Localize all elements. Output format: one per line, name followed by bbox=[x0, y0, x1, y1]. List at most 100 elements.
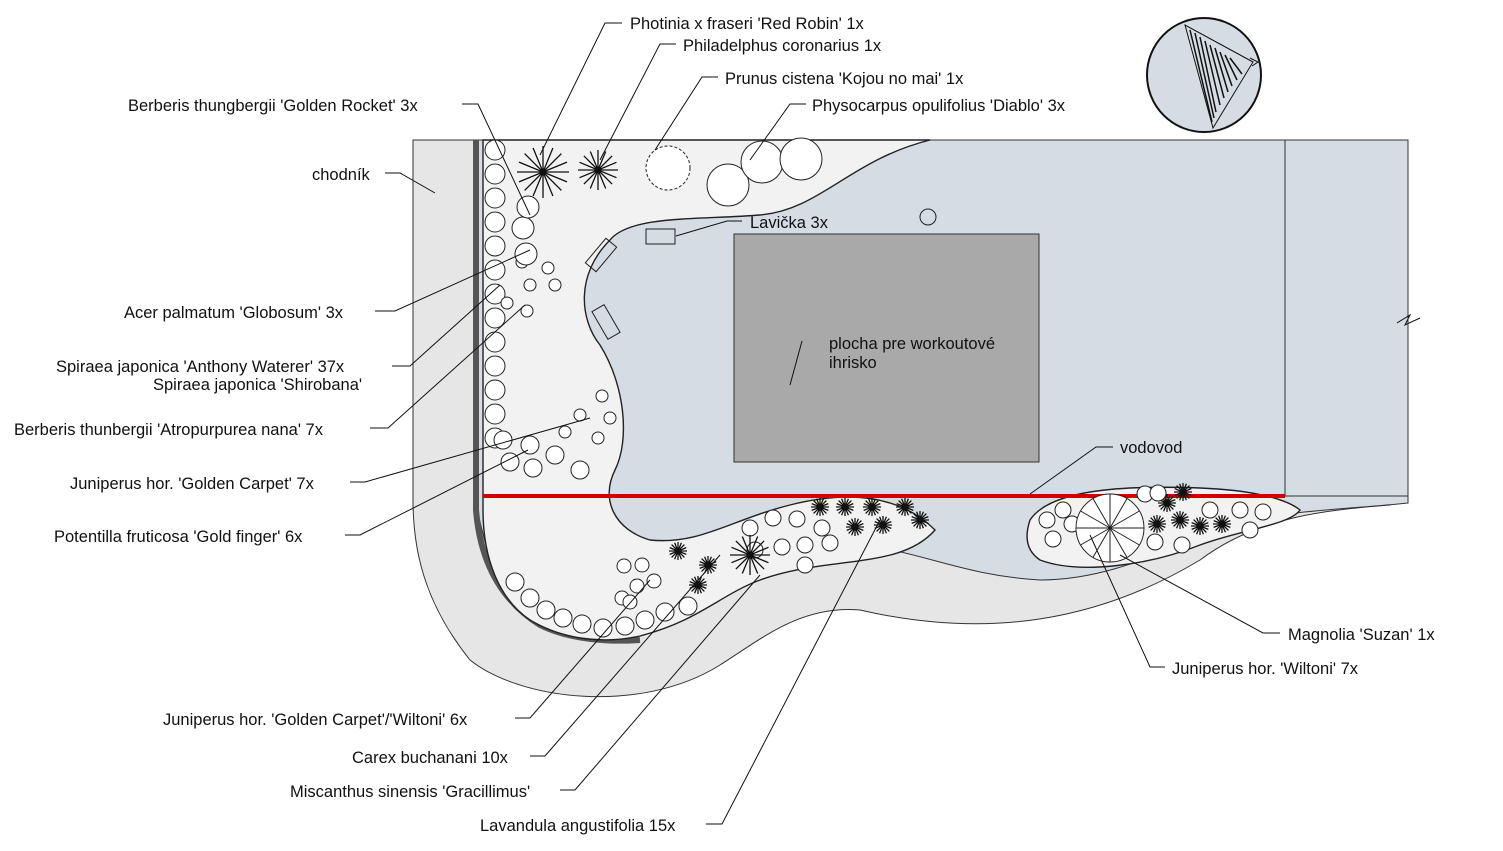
shrub-icon bbox=[1241, 521, 1259, 539]
spiraea-icon bbox=[558, 425, 572, 439]
shrub-icon bbox=[1254, 503, 1272, 521]
magnolia-branch bbox=[1092, 527, 1111, 558]
label-prunus: Prunus cistena 'Kojou no mai' 1x bbox=[725, 70, 964, 88]
labels: Photinia x fraseri 'Red Robin' 1x Philad… bbox=[14, 15, 1435, 835]
shrub-icon bbox=[1231, 501, 1249, 519]
break-line-icon bbox=[1396, 313, 1421, 327]
shrub-icon bbox=[1146, 533, 1164, 551]
shrub-icon bbox=[773, 538, 791, 556]
lavender-icon bbox=[811, 498, 829, 516]
spiraea-icon bbox=[591, 431, 605, 445]
leader-lines bbox=[345, 22, 1280, 825]
bench-icon-2 bbox=[584, 237, 618, 273]
magnolia-branch bbox=[1109, 510, 1140, 529]
label-berberis-atro: Berberis thunbergii 'Atropurpurea nana' … bbox=[14, 421, 324, 439]
shrub-icon bbox=[741, 519, 759, 537]
shrub-icon bbox=[1173, 536, 1191, 554]
magnolia-branch bbox=[1109, 527, 1128, 558]
carex-icon bbox=[634, 557, 650, 573]
physocarpus-icon bbox=[706, 163, 750, 207]
shrub-icon bbox=[520, 588, 540, 608]
lavender-icon bbox=[1171, 511, 1189, 529]
shrub-icon bbox=[1038, 511, 1056, 529]
shrub-icon bbox=[1149, 484, 1167, 502]
label-juniperus-gcw: Juniperus hor. 'Golden Carpet'/'Wiltoni'… bbox=[163, 711, 468, 729]
spiraea-icon bbox=[541, 261, 555, 275]
prunus-icon bbox=[645, 145, 691, 191]
label-physocarpus: Physocarpus opulifolius 'Diablo' 3x bbox=[812, 97, 1066, 115]
plant-symbols bbox=[484, 137, 1272, 638]
shrub-icon bbox=[553, 608, 573, 628]
hedge-shrub-icon bbox=[484, 211, 506, 233]
hedge-shrub-icon bbox=[484, 403, 506, 425]
label-spiraea-1: Spiraea japonica 'Anthony Waterer' 37x bbox=[56, 358, 345, 376]
shrub-icon bbox=[615, 616, 635, 636]
shrub-icon bbox=[1044, 530, 1062, 548]
acer-icon bbox=[516, 195, 540, 219]
label-miscanthus: Miscanthus sinensis 'Gracillimus' bbox=[290, 783, 530, 801]
carex-icon bbox=[616, 558, 632, 574]
spiraea-icon bbox=[603, 411, 617, 425]
shrub-icon bbox=[821, 534, 839, 552]
shrub-icon bbox=[1054, 501, 1072, 519]
bench-icon-3 bbox=[591, 303, 621, 341]
lavender-icon bbox=[863, 498, 881, 516]
lavender-icon bbox=[1213, 515, 1231, 533]
lavender-icon bbox=[1148, 515, 1166, 533]
spiraea-icon bbox=[548, 278, 562, 292]
label-philadelphus: Philadelphus coronarius 1x bbox=[683, 37, 882, 55]
label-juniperus-gc: Juniperus hor. 'Golden Carpet' 7x bbox=[70, 475, 315, 493]
adjacent-lawn bbox=[1284, 139, 1409, 497]
lavender-icon bbox=[1174, 483, 1192, 501]
juniper-icon bbox=[493, 430, 513, 450]
shrub-icon bbox=[813, 519, 831, 537]
lavender-icon bbox=[874, 516, 892, 534]
spiraea-icon bbox=[520, 304, 534, 318]
juniper-icon bbox=[523, 458, 543, 478]
hedge-shrub-icon bbox=[484, 163, 506, 185]
shrub-icon bbox=[678, 596, 698, 616]
magnolia-branch bbox=[1080, 527, 1111, 546]
shrub-icon bbox=[655, 602, 675, 622]
spiraea-icon bbox=[523, 278, 537, 292]
shrub-icon bbox=[505, 572, 525, 592]
hedge-shrub-icon bbox=[484, 355, 506, 377]
miscanthus-icon bbox=[730, 535, 770, 575]
label-lavicka: Lavička 3x bbox=[750, 214, 829, 232]
label-chodnik: chodník bbox=[312, 166, 371, 184]
carex-icon bbox=[646, 573, 662, 589]
lavender-icon bbox=[669, 542, 687, 560]
juniper-icon bbox=[545, 445, 565, 465]
lavender-icon bbox=[836, 498, 854, 516]
shrub-icon bbox=[796, 536, 814, 554]
label-juniperus-w: Juniperus hor. 'Wiltoni' 7x bbox=[1172, 660, 1359, 678]
small-circle-icon bbox=[919, 208, 937, 226]
label-spiraea-2: Spiraea japonica 'Shirobana' bbox=[153, 376, 362, 394]
label-acer: Acer palmatum 'Globosum' 3x bbox=[124, 304, 344, 322]
spiraea-icon bbox=[595, 389, 609, 403]
shrub-icon bbox=[764, 509, 782, 527]
lavender-icon bbox=[1158, 494, 1176, 512]
magnolia-branch bbox=[1092, 498, 1111, 529]
hedge-shrub-icon bbox=[484, 283, 506, 305]
shrub-icon bbox=[796, 556, 814, 574]
physocarpus-icon bbox=[740, 140, 784, 184]
magnolia-branch bbox=[1109, 527, 1140, 546]
lavender-icon bbox=[846, 518, 864, 536]
shrub-icon bbox=[572, 614, 592, 634]
lavender-icon bbox=[1191, 517, 1209, 535]
lavender-icon bbox=[896, 498, 914, 516]
shrub-icon bbox=[788, 510, 806, 528]
lavender-icon bbox=[911, 511, 929, 529]
lavender-icon bbox=[699, 556, 717, 574]
north-arrow-icon bbox=[1146, 17, 1262, 133]
physocarpus-icon bbox=[779, 137, 823, 181]
shrub-icon bbox=[536, 600, 556, 620]
hedge-shrub-icon bbox=[484, 331, 506, 353]
label-photinia: Photinia x fraseri 'Red Robin' 1x bbox=[630, 15, 864, 33]
magnolia-branch bbox=[1080, 510, 1111, 529]
magnolia-branch bbox=[1109, 498, 1128, 529]
acer-icon bbox=[514, 242, 538, 266]
bench-icon bbox=[645, 228, 676, 245]
hedge-shrub-icon bbox=[484, 235, 506, 257]
